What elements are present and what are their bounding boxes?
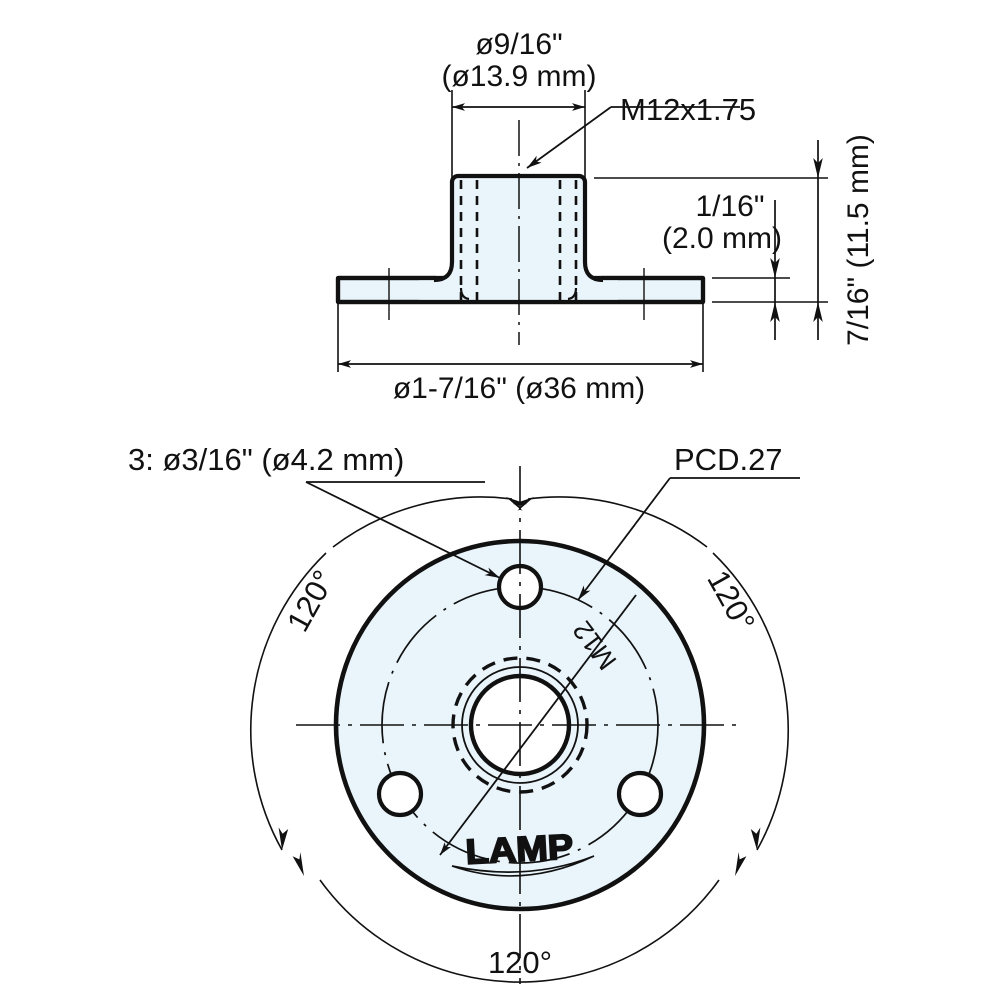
label-boss-diameter-imperial: ø9/16" [475,28,562,61]
lamp-logo-text: LAMP [465,827,575,872]
label-flange-diameter: ø1-7/16" (ø36 mm) [393,372,645,405]
arrowhead [813,158,823,178]
leader-line-thread [526,106,612,169]
label-angle-right: 120° [700,564,762,637]
arrowhead [770,258,780,278]
label-angle-left: 120° [280,564,342,637]
mounting-hole-lower-left [376,770,424,818]
boss-outline-left [433,182,455,283]
arrowhead [770,302,780,322]
leader-line-pcd [577,477,671,601]
label-hole-callout: 3: ø3/16" (ø4.2 mm) [128,442,404,477]
lamp-logo: LAMP [451,826,595,877]
leader-line-hole-callout [305,481,501,579]
mounting-hole-lower-right [616,770,664,818]
arrowhead [513,497,534,512]
label-angle-bottom: 120° [488,945,552,980]
bottom-view-group: M12 LAMP 120° 120° 120° 3: ø3/16" (ø4.2 … [128,442,800,984]
label-plate-thickness-metric: (2.0 mm) [662,222,782,255]
arrowhead [735,852,747,876]
label-pcd-callout: PCD.27 [674,442,783,477]
label-plate-thickness-imperial: 1/16" [695,190,764,223]
thread-relief-left [459,287,470,301]
arrowhead [813,302,823,322]
leader-line-m12 [439,594,637,856]
label-overall-height: 7/16" (11.5 mm) [842,134,875,346]
label-thread-callout: M12x1.75 [620,92,756,127]
lamp-logo-swoosh [451,855,595,877]
arrowhead [292,852,304,876]
hidden-thread-lines [459,180,578,302]
angle-arc-top [332,496,708,548]
thread-relief-right [567,287,578,301]
arrowhead [278,827,289,850]
side-view-group: ø9/16" (ø13.9 mm) M12x1.75 1/16" (2.0 mm… [335,28,875,405]
boss-outline-right [449,173,604,283]
label-boss-diameter-metric: (ø13.9 mm) [441,60,596,93]
arrowhead [750,827,761,850]
